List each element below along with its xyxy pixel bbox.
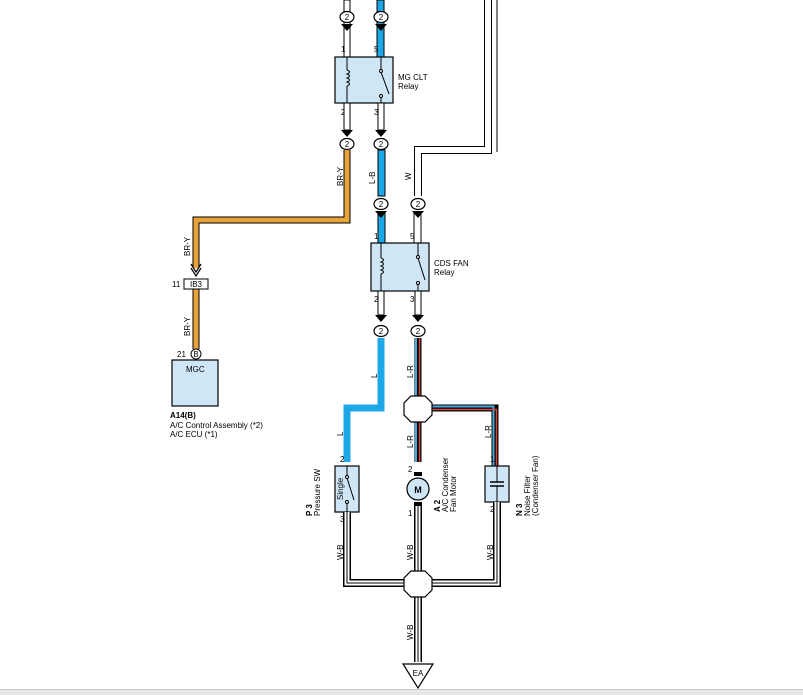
wire-label-l: L <box>336 431 345 436</box>
relay-name: CDS FAN <box>434 259 469 268</box>
mgc-desc-1: A/C Control Assembly (*2) <box>170 421 263 430</box>
switch-code: P 3 <box>305 504 314 516</box>
connector-mg-clt-bottom-right: 2 <box>373 130 389 151</box>
condenser-fan-motor: M 2 1 A 2 A/C Condenser Fan Motor <box>406 457 458 518</box>
cds-fan-relay: 1 5 2 3 CDS FAN Relay <box>370 232 469 304</box>
filter-name-2: (Condenser Fan) <box>531 455 540 516</box>
motor-pin: 2 <box>408 465 413 474</box>
relay-pin: 3 <box>374 108 379 117</box>
wire-label-br-y: BR-Y <box>183 236 192 256</box>
junction-splice-top <box>403 395 433 423</box>
wire-label-br-y: BR-Y <box>183 316 192 336</box>
junction-splice-bottom <box>403 570 433 598</box>
junction-label: IB3 <box>190 280 203 289</box>
relay-pin: 5 <box>410 232 415 241</box>
connector-pin: 2 <box>416 200 421 209</box>
filter-pin: 1 <box>490 455 495 464</box>
wire-label-l-r: L-R <box>406 365 415 378</box>
motor-pin: 1 <box>408 509 413 518</box>
mgc-component: B 21 MGC A14(B) A/C Control Assembly (*2… <box>170 348 263 439</box>
wire-l <box>343 338 385 462</box>
filter-pin: 2 <box>490 505 495 514</box>
wire-label-w-b: W-B <box>406 625 415 640</box>
connector-cds-bottom-left: 2 <box>373 315 389 338</box>
connector-cds-top-left: 2 <box>373 197 389 218</box>
connector-pin: 2 <box>416 327 421 336</box>
relay-name: MG CLT <box>398 73 428 82</box>
connector-pin: 2 <box>379 140 384 149</box>
wire-label-l-r: L-R <box>406 435 415 448</box>
window-bottom-edge <box>0 689 803 695</box>
relay-pin: 1 <box>341 45 346 54</box>
connector-pin: 2 <box>345 140 350 149</box>
motor-symbol: M <box>414 485 422 495</box>
ground-ea: EA <box>401 663 435 690</box>
connector-top-left: 2 <box>339 10 355 31</box>
switch-name: Pressure SW <box>313 468 322 516</box>
pressure-switch: 2 3 Single P 3 Pressure SW <box>305 455 360 524</box>
mgc-pin: 21 <box>177 350 186 359</box>
ground-label: EA <box>413 669 424 678</box>
relay-pin: 3 <box>410 295 415 304</box>
connector-cds-top-right: 2 <box>410 197 426 218</box>
motor-name-2: Fan Motor <box>449 475 458 512</box>
mgc-desc-2: A/C ECU (*1) <box>170 430 218 439</box>
wire-label-br-y: BR-Y <box>336 166 345 186</box>
noise-filter: 1 2 N 3 Noise Filter (Condenser Fan) <box>484 455 540 516</box>
relay-type: Relay <box>434 268 454 277</box>
motor-name-1: A/C Condenser <box>441 457 450 512</box>
relay-pin: 2 <box>374 295 379 304</box>
wire-label-w: W <box>404 172 413 180</box>
wire-label-l-b: L-B <box>368 172 377 184</box>
connector-mg-clt-bottom-left: 2 <box>339 130 355 151</box>
relay-pin: 1 <box>374 232 379 241</box>
wire-label-l-r: L-R <box>484 425 493 438</box>
wire-l-b <box>377 149 386 244</box>
mgc-label: MGC <box>186 365 205 374</box>
connector-pin: 2 <box>379 327 384 336</box>
switch-pin: 3 <box>340 515 345 524</box>
wire-label-l: L <box>370 373 379 378</box>
motor-code: A 2 <box>433 499 442 512</box>
filter-code: N 3 <box>515 503 524 516</box>
connector-cds-bottom-right: 2 <box>410 315 426 338</box>
mgc-code: A14(B) <box>170 411 196 420</box>
wire-label-w-b: W-B <box>336 545 345 560</box>
junction-pin: 11 <box>172 280 181 289</box>
wire-w-b <box>343 502 501 662</box>
connector-pin: 2 <box>379 13 384 22</box>
mgc-terminal: B <box>193 350 198 359</box>
wire-label-w-b: W-B <box>486 545 495 560</box>
wire-w <box>413 0 498 243</box>
relay-type: Relay <box>398 82 418 91</box>
filter-name-1: Noise Filter <box>523 475 532 516</box>
switch-inner-label: Single <box>336 477 345 500</box>
junction-ib3: IB3 11 <box>172 263 209 290</box>
mg-clt-relay: 1 5 2 3 MG CLT Relay <box>334 45 428 117</box>
relay-pin: 5 <box>374 45 379 54</box>
wire-label-w-b: W-B <box>406 545 415 560</box>
connector-pin: 2 <box>379 200 384 209</box>
connector-pin: 2 <box>345 13 350 22</box>
connector-top-right: 2 <box>373 10 389 31</box>
switch-pin: 2 <box>340 455 345 464</box>
wire-br-y <box>192 150 351 349</box>
